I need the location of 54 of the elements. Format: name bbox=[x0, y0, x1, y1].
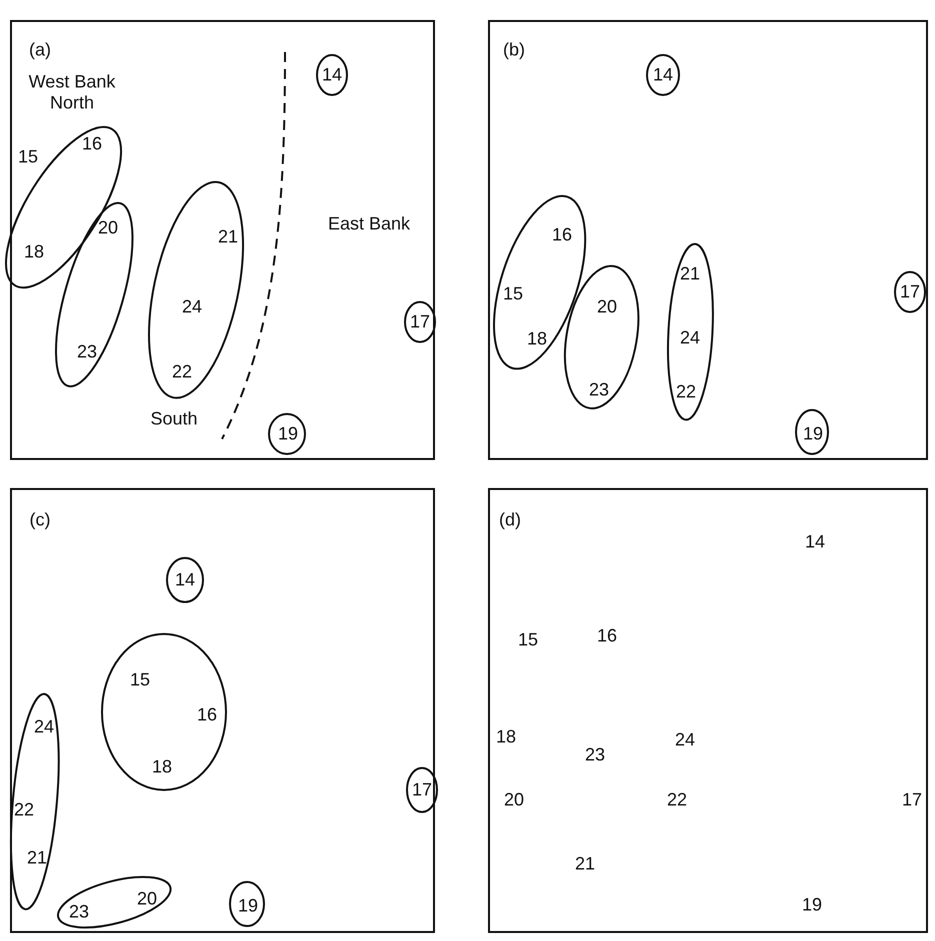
point-label: 15 bbox=[518, 630, 538, 650]
point-label: 18 bbox=[24, 242, 44, 262]
region-label: East Bank bbox=[328, 214, 410, 234]
point-label: 23 bbox=[68, 902, 89, 922]
point-label: 14 bbox=[804, 532, 826, 552]
point-label: 15 bbox=[18, 146, 38, 168]
point-label: 14 bbox=[322, 64, 342, 86]
region-label: South bbox=[150, 408, 198, 430]
point-label: 19 bbox=[802, 424, 824, 444]
point-label: 20 bbox=[136, 888, 157, 910]
point-label: 19 bbox=[238, 896, 258, 916]
point-label: 16 bbox=[82, 134, 102, 154]
region-label: West Bank North bbox=[28, 71, 116, 113]
point-label: 24 bbox=[182, 296, 202, 318]
point-label: 18 bbox=[526, 328, 547, 350]
point-label: 17 bbox=[900, 282, 920, 302]
point-label: 18 bbox=[496, 726, 516, 748]
point-label: 21 bbox=[218, 226, 238, 248]
panel-frame bbox=[488, 20, 928, 460]
point-label: 18 bbox=[152, 756, 172, 778]
point-label: 22 bbox=[14, 800, 34, 820]
point-label: 17 bbox=[412, 780, 432, 800]
panel-frame bbox=[10, 488, 435, 933]
point-label: 16 bbox=[196, 704, 218, 726]
panel-frame bbox=[488, 488, 928, 933]
point-label: 24 bbox=[680, 328, 700, 348]
point-label: 21 bbox=[680, 264, 700, 284]
point-label: 16 bbox=[552, 224, 572, 246]
point-label: 21 bbox=[26, 848, 48, 868]
panel-label: (d) bbox=[499, 510, 521, 530]
point-label: 22 bbox=[666, 790, 688, 810]
panel-label: (a) bbox=[29, 40, 51, 60]
point-label: 20 bbox=[98, 218, 118, 238]
point-label: 19 bbox=[802, 894, 822, 916]
point-label: 23 bbox=[76, 342, 97, 362]
point-label: 14 bbox=[652, 64, 674, 86]
point-label: 17 bbox=[410, 312, 430, 332]
point-label: 15 bbox=[130, 670, 150, 690]
point-label: 24 bbox=[674, 730, 696, 750]
point-label: 16 bbox=[596, 626, 618, 646]
point-label: 23 bbox=[584, 744, 606, 766]
point-label: 24 bbox=[34, 716, 54, 738]
panel-label: (c) bbox=[30, 510, 50, 530]
point-label: 22 bbox=[676, 382, 696, 402]
point-label: 19 bbox=[278, 424, 298, 444]
point-label: 23 bbox=[588, 380, 609, 400]
point-label: 17 bbox=[902, 790, 922, 810]
panel-label: (b) bbox=[503, 40, 525, 60]
point-label: 20 bbox=[596, 296, 617, 318]
point-label: 14 bbox=[174, 570, 196, 590]
point-label: 21 bbox=[574, 854, 596, 874]
point-label: 22 bbox=[172, 362, 192, 382]
point-label: 15 bbox=[502, 284, 523, 304]
point-label: 20 bbox=[504, 790, 524, 810]
